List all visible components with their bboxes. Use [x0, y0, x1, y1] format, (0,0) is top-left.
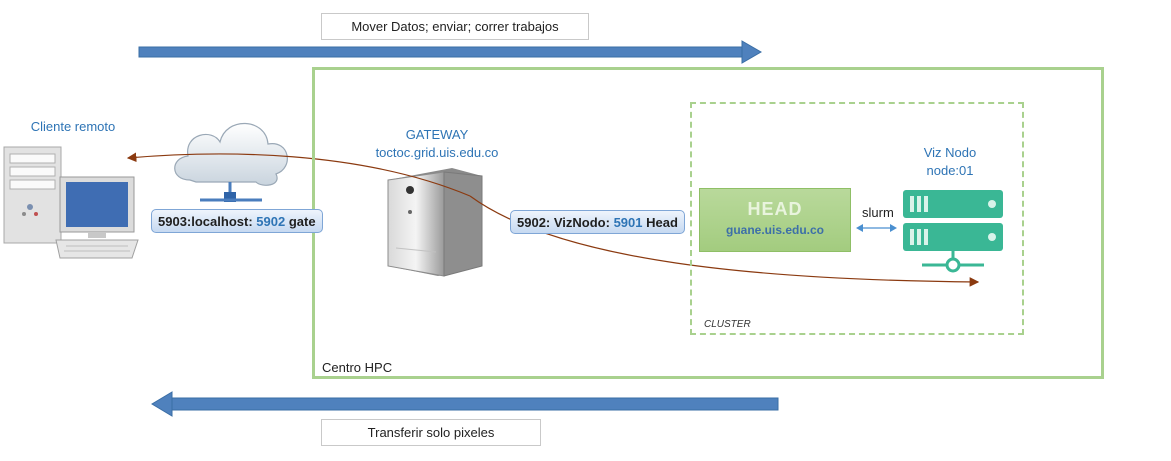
- head-title: HEAD: [747, 199, 803, 219]
- top-note: Mover Datos; enviar; correr trabajos: [321, 13, 589, 40]
- hpc-label: Centro HPC: [322, 360, 393, 375]
- head-node: HEAD guane.uis.edu.co: [699, 188, 851, 252]
- head-host: guane.uis.edu.co: [725, 223, 824, 237]
- bottom-note: Transferir solo pixeles: [321, 419, 541, 446]
- gateway-host: toctoc.grid.uis.edu.co: [375, 145, 499, 160]
- computer-icon: [3, 146, 139, 259]
- rack-server-icon: [903, 190, 1003, 273]
- tunnel-arrow: [126, 152, 471, 197]
- tunnel-right-label: 5902: VizNodo: 5901 Head: [510, 210, 685, 234]
- cluster-label: CLUSTER: [704, 319, 751, 330]
- viz-node-id: node:01: [926, 163, 974, 178]
- slurm-arrow: [856, 224, 897, 232]
- tunnel-right-port: 5901: [613, 215, 643, 230]
- gateway-title: GATEWAY: [405, 127, 469, 142]
- tunnel-left-prefix: 5903:localhost:: [158, 214, 253, 229]
- send-arrow: [138, 40, 762, 64]
- tunnel-right-prefix: 5902: VizNodo:: [517, 215, 610, 230]
- viz-node-label: Viz Nodo: [923, 145, 977, 160]
- client-label: Cliente remoto: [30, 119, 116, 134]
- tunnel-right-suffix: Head: [646, 215, 678, 230]
- cloud-icon: [174, 122, 288, 202]
- cluster-box: [690, 102, 1024, 335]
- tunnel-left-suffix: gate: [288, 214, 316, 229]
- tunnel-left-label: 5903:localhost: 5902 gate: [151, 209, 323, 233]
- tower-server-icon: [387, 168, 483, 277]
- tunnel-left-port: 5902: [256, 214, 286, 229]
- return-arrow: [151, 391, 779, 417]
- slurm-label: slurm: [862, 205, 894, 220]
